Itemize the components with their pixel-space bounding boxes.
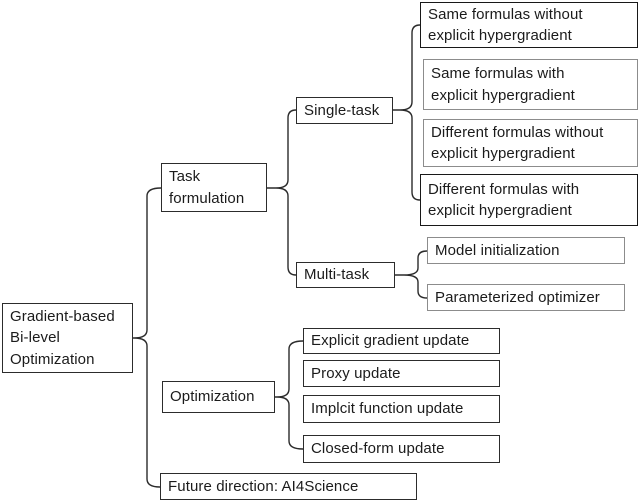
node-parameterized-optimizer: Parameterized optimizer	[427, 284, 625, 311]
brace-multi-task	[394, 250, 428, 299]
node-different-formulas-without: Different formulas without explicit hype…	[423, 119, 638, 167]
node-explicit-gradient-update: Explicit gradient update	[303, 328, 500, 354]
node-implcit-function-update: Implcit function update	[303, 395, 500, 423]
node-multi-task: Multi-task	[296, 262, 395, 288]
node-different-formulas-with: Different formulas with explicit hypergr…	[420, 174, 638, 226]
brace-single-task	[392, 24, 421, 201]
node-task-formulation: Task formulation	[161, 163, 267, 212]
brace-root	[132, 187, 162, 488]
node-optimization: Optimization	[162, 381, 275, 413]
node-closed-form-update: Closed-form update	[303, 435, 500, 463]
brace-optimization	[274, 340, 304, 450]
node-proxy-update: Proxy update	[303, 360, 500, 387]
node-model-initialization: Model initialization	[427, 237, 625, 264]
node-future-direction: Future direction: AI4Science	[160, 473, 417, 500]
node-root: Gradient-based Bi-level Optimization	[2, 303, 133, 373]
node-same-formulas-without: Same formulas without explicit hypergrad…	[420, 2, 638, 48]
node-single-task: Single-task	[296, 97, 393, 124]
node-same-formulas-with: Same formulas with explicit hypergradien…	[423, 59, 638, 110]
brace-task-formulation	[266, 109, 297, 276]
